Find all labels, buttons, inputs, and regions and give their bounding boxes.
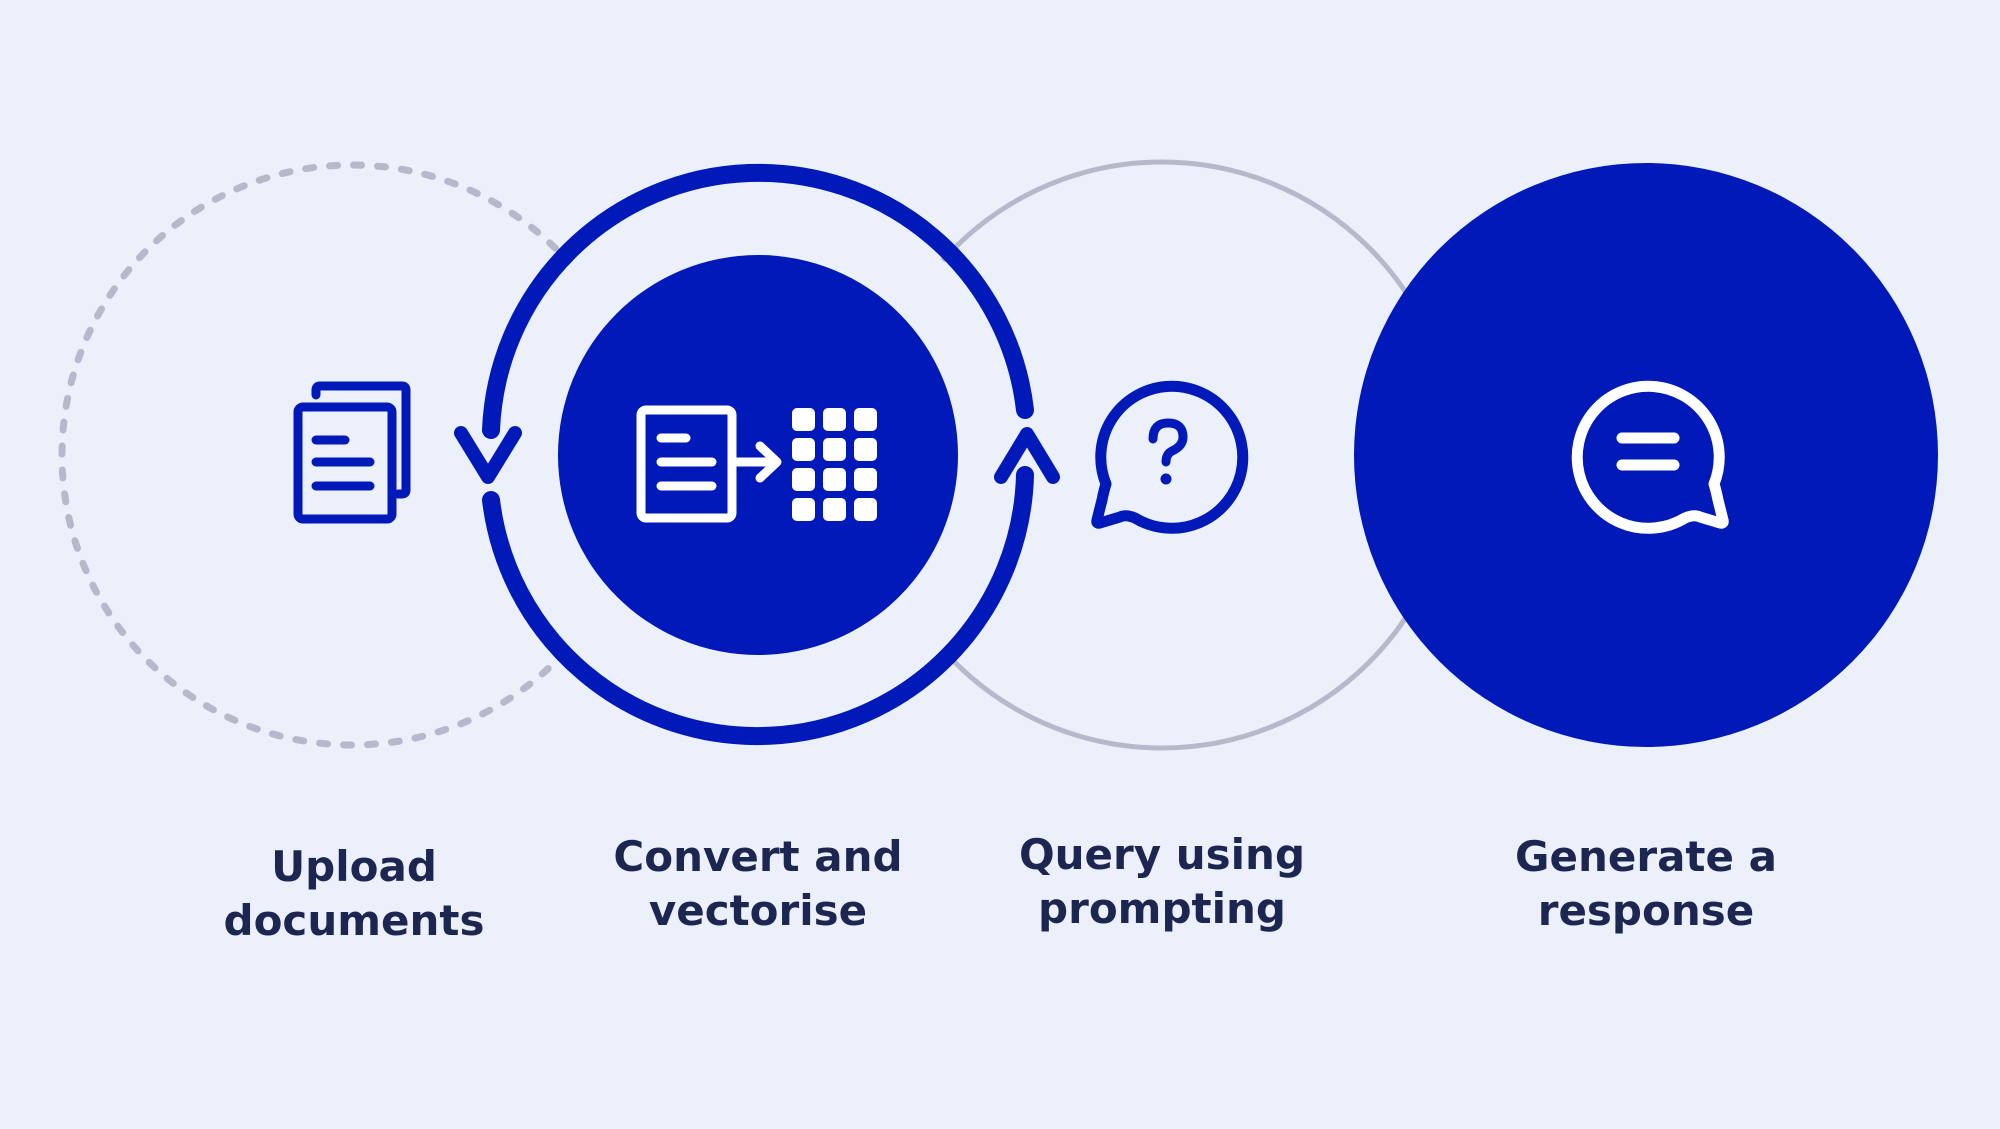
generate-filled-circle	[1354, 163, 1938, 747]
upload-label-line-2: documents	[223, 896, 485, 945]
query-label-line-1: Query using	[1018, 830, 1306, 879]
answer-chat-bubble-icon	[1571, 380, 1729, 534]
generate-label-line-2: response	[1537, 886, 1755, 935]
convert-label-line-2: vectorise	[648, 886, 868, 935]
step-label-generate: Generate a response	[1466, 830, 1826, 938]
convert-inner-circle	[558, 255, 958, 655]
arrowhead-right-up	[994, 427, 1060, 484]
cycle-arrowheads	[454, 426, 1060, 484]
convert-cycle-arrows	[482, 163, 1034, 745]
step-label-upload: Upload documents	[174, 840, 534, 948]
step-label-query: Query using prompting	[982, 828, 1342, 936]
query-label-line-2: prompting	[1038, 884, 1286, 933]
cycle-arc-bottom	[482, 466, 1034, 745]
convert-label-line-1: Convert and	[613, 832, 903, 881]
upload-label-line-1: Upload	[271, 842, 437, 891]
arrowhead-left-down	[454, 426, 522, 484]
step-label-convert: Convert and vectorise	[578, 830, 938, 938]
question-chat-bubble-icon	[1091, 380, 1249, 534]
generate-label-line-1: Generate a	[1515, 832, 1777, 881]
document-to-vector-grid-icon	[636, 405, 877, 523]
cycle-arc-top	[482, 163, 1034, 439]
documents-stack-icon	[293, 381, 411, 524]
